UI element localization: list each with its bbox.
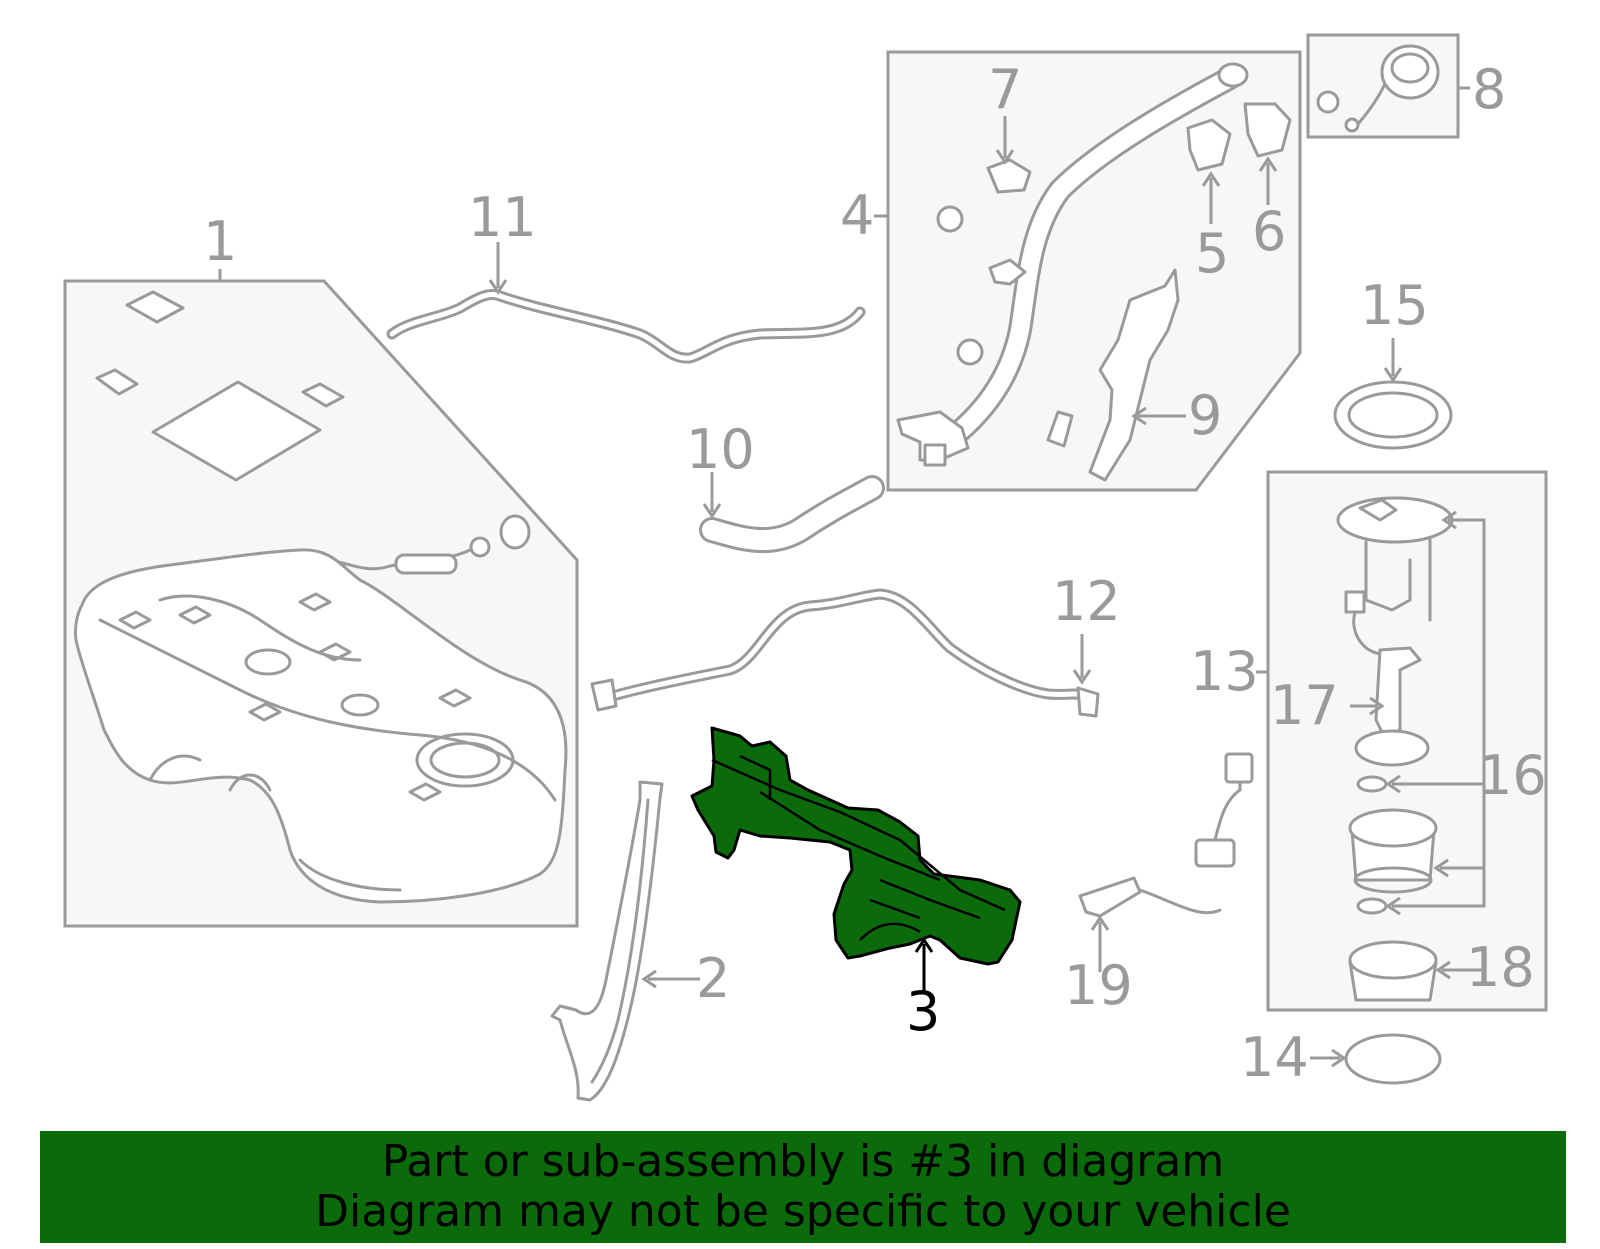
callout-9: 9 xyxy=(1188,384,1222,447)
banner-line-1: Part or sub-assembly is #3 in diagram xyxy=(381,1136,1225,1187)
callout-10: 10 xyxy=(686,418,755,481)
fuel-cap-group xyxy=(1306,33,1470,139)
part-2-strap xyxy=(550,780,700,1102)
part-10-hose xyxy=(699,472,885,554)
callout-18: 18 xyxy=(1466,936,1535,999)
pump-module-group xyxy=(1256,470,1548,1012)
callout-8: 8 xyxy=(1472,58,1506,121)
part-14-gasket xyxy=(1310,1033,1442,1085)
callout-17: 17 xyxy=(1270,674,1339,737)
callout-6: 6 xyxy=(1252,200,1286,263)
callout-2: 2 xyxy=(696,947,730,1010)
callout-13: 13 xyxy=(1190,640,1259,703)
callout-11: 11 xyxy=(468,186,537,249)
part-15-lock-ring xyxy=(1333,338,1453,450)
callout-3: 3 xyxy=(906,980,940,1043)
callout-5: 5 xyxy=(1195,222,1229,285)
part-11-tube xyxy=(386,242,866,364)
callout-7: 7 xyxy=(988,58,1022,121)
part-9-shield xyxy=(1088,268,1180,482)
info-banner: Part or sub-assembly is #3 in diagram Di… xyxy=(40,1131,1566,1243)
part-3-bracket xyxy=(690,726,1022,993)
callout-14: 14 xyxy=(1240,1026,1309,1089)
callout-15: 15 xyxy=(1360,274,1429,337)
banner-line-2: Diagram may not be specific to your vehi… xyxy=(315,1186,1291,1237)
callout-12: 12 xyxy=(1052,570,1121,633)
callout-16: 16 xyxy=(1478,744,1547,807)
filler-neck-group xyxy=(874,50,1302,492)
callout-1: 1 xyxy=(203,210,237,273)
callout-19: 19 xyxy=(1064,954,1133,1017)
fuel-tank xyxy=(74,548,568,904)
callout-4: 4 xyxy=(840,184,874,247)
fuel-tank-group xyxy=(63,269,579,928)
part-19-sender xyxy=(1078,752,1254,972)
part-12-tube xyxy=(590,588,1100,718)
